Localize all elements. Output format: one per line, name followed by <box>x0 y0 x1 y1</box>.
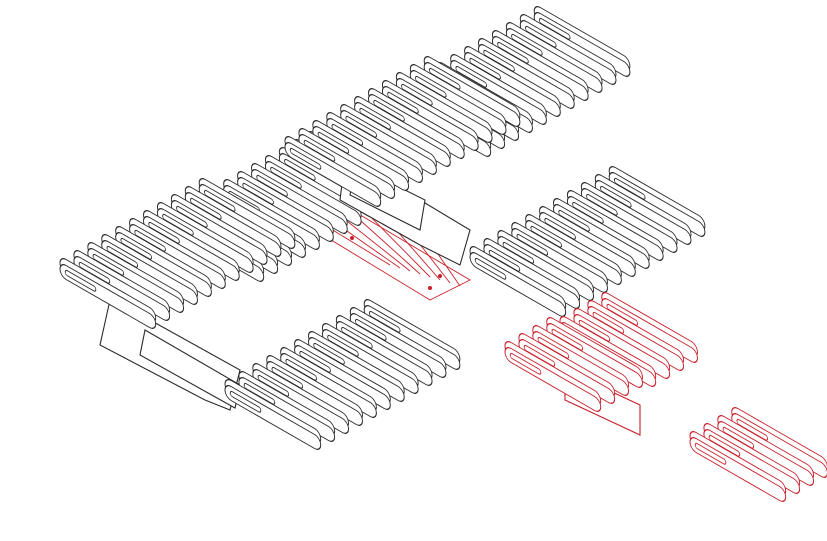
slat <box>525 214 622 285</box>
slat <box>478 38 575 109</box>
slat <box>469 246 567 317</box>
slat <box>504 341 602 412</box>
slat <box>689 431 787 502</box>
slat <box>129 218 226 289</box>
module-body-face <box>139 329 241 409</box>
slat-slot <box>229 390 262 413</box>
slat <box>349 307 447 378</box>
slat-slot <box>289 147 322 170</box>
slat-slot <box>509 352 542 375</box>
slat <box>266 355 363 426</box>
slat <box>539 206 636 277</box>
slat <box>224 379 322 450</box>
slat <box>587 300 685 371</box>
slat <box>518 333 616 404</box>
red-belt-module <box>504 292 827 502</box>
slat <box>363 299 461 370</box>
slat-slot <box>474 257 507 280</box>
slat <box>284 136 382 207</box>
slat <box>101 234 198 305</box>
top-belt-module <box>284 6 706 317</box>
slat <box>252 363 350 434</box>
slat <box>312 120 410 191</box>
slat <box>143 210 240 281</box>
slat <box>608 166 706 237</box>
slat <box>532 325 630 396</box>
slat <box>450 54 547 125</box>
slat <box>298 128 396 199</box>
slat <box>115 226 212 297</box>
slat <box>238 371 336 442</box>
slat <box>601 292 698 363</box>
connector-pin <box>428 286 432 290</box>
slat <box>73 250 171 321</box>
slat <box>497 230 595 301</box>
slat <box>87 242 185 313</box>
slat <box>703 423 801 494</box>
slat <box>491 30 589 101</box>
slat <box>381 80 479 151</box>
slat <box>731 407 827 478</box>
connector-pin <box>350 236 354 240</box>
slat <box>423 56 521 127</box>
slat <box>580 182 678 253</box>
slat-slot <box>694 442 727 465</box>
slat-slot <box>64 269 97 292</box>
slat <box>573 308 671 379</box>
slat <box>264 155 362 226</box>
slat <box>59 258 157 329</box>
slat <box>198 178 296 249</box>
slat <box>340 104 437 175</box>
connector-pin <box>438 274 442 278</box>
slat <box>251 163 348 234</box>
slat <box>368 88 465 159</box>
slat <box>464 46 561 117</box>
slat <box>237 171 334 242</box>
